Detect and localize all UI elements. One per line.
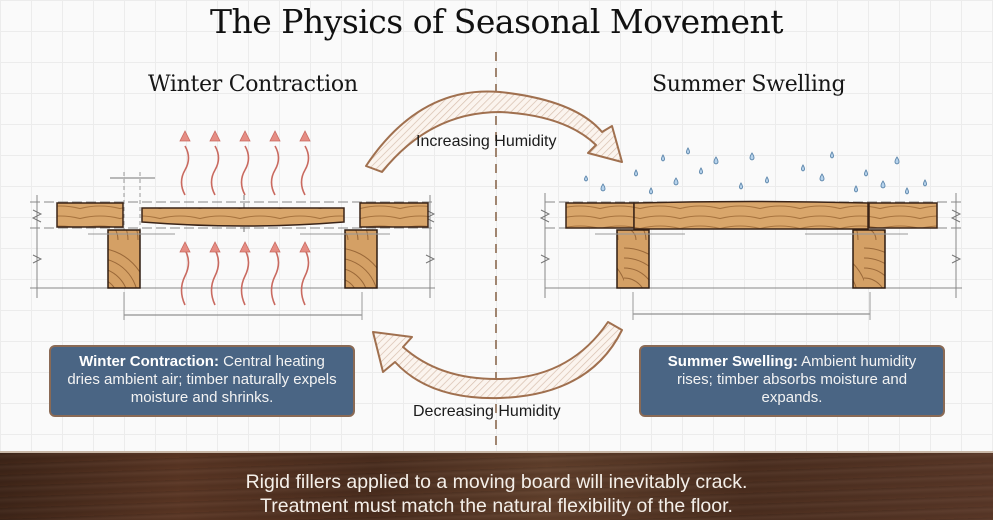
water-droplets [584,147,927,195]
summer-box-text: Ambient humidity rises; timber absorbs m… [676,353,917,406]
page-title: The Physics of Seasonal Movement [209,2,784,41]
decreasing-humidity-arrow [372,321,623,400]
summer-floor-section [539,193,962,320]
winter-heading: Winter Contraction [148,72,358,97]
winter-info-box: Winter Contraction: Central heating drie… [49,345,355,417]
winter-box-label: Winter Contraction: [79,353,219,370]
summer-info-box: Summer Swelling: Ambient humidity rises;… [639,345,945,417]
increasing-humidity-label: Increasing Humidity [416,133,557,150]
summer-box-label: Summer Swelling: [667,353,798,370]
diagram-illustration [30,52,962,451]
increasing-humidity-arrow [365,90,623,173]
footer-banner: Rigid fillers applied to a moving board … [0,451,993,520]
heat-arrows-bottom [180,249,310,306]
heat-arrows-top [180,145,310,196]
decreasing-humidity-label: Decreasing Humidity [413,403,561,420]
summer-heading: Summer Swelling [652,72,846,97]
footer-line-2: Treatment must match the natural flexibi… [260,495,733,517]
winter-box-text: Central heating dries ambient air; timbe… [67,353,337,406]
footer-line-1: Rigid fillers applied to a moving board … [245,471,748,493]
winter-floor-section [30,172,436,320]
